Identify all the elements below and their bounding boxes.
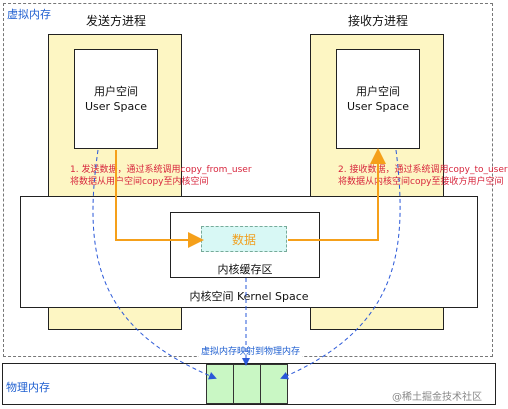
virtual-memory-label: 虚拟内存 [7,8,51,21]
sender-user-space-box: 用户空间 User Space [74,49,158,149]
mapping-label: 虚拟内存映射到物理内存 [199,344,303,357]
physical-memory-label: 物理内存 [6,381,50,394]
sender-user-space-en: User Space [84,100,148,113]
receiver-mapping-curve [280,149,401,380]
sender-note-line1: 1. 发送数据，通过系统调用copy_from_user [70,165,252,175]
receiver-user-space-box: 用户空间 User Space [336,49,420,149]
physical-page-2 [233,364,261,404]
sender-note: 1. 发送数据，通过系统调用copy_from_user 将数据从用户空间cop… [70,164,252,188]
receiver-process-title: 接收方进程 [348,14,409,28]
sender-user-space-cn: 用户空间 [94,85,138,98]
send-flow-arrow [115,150,204,248]
sender-note-line2: 将数据从用户空间copy至内核空间 [70,177,209,187]
watermark: @稀土掘金技术社区 [392,392,482,403]
kernel-space-label: 内核空间 Kernel Space [189,290,309,303]
physical-page-3 [260,364,288,404]
receiver-note-line2: 将数据从内核空间copy至接收方用户空间 [338,177,504,187]
receiver-note: 2. 接收数据，通过系统调用copy_to_user 将数据从内核空间copy至… [338,164,508,188]
kernel-buffer-label: 内核缓存区 [217,263,273,276]
receiver-user-space-en: User Space [346,100,410,113]
buffer-data-block: 数据 [201,226,287,252]
buffer-data-text: 数据 [231,232,256,247]
sender-mapping-curve [92,149,217,380]
receive-flow-arrow [288,148,386,241]
receiver-user-space-cn: 用户空间 [356,85,400,98]
receiver-note-line1: 2. 接收数据，通过系统调用copy_to_user [338,165,508,175]
sender-process-title: 发送方进程 [86,14,147,28]
